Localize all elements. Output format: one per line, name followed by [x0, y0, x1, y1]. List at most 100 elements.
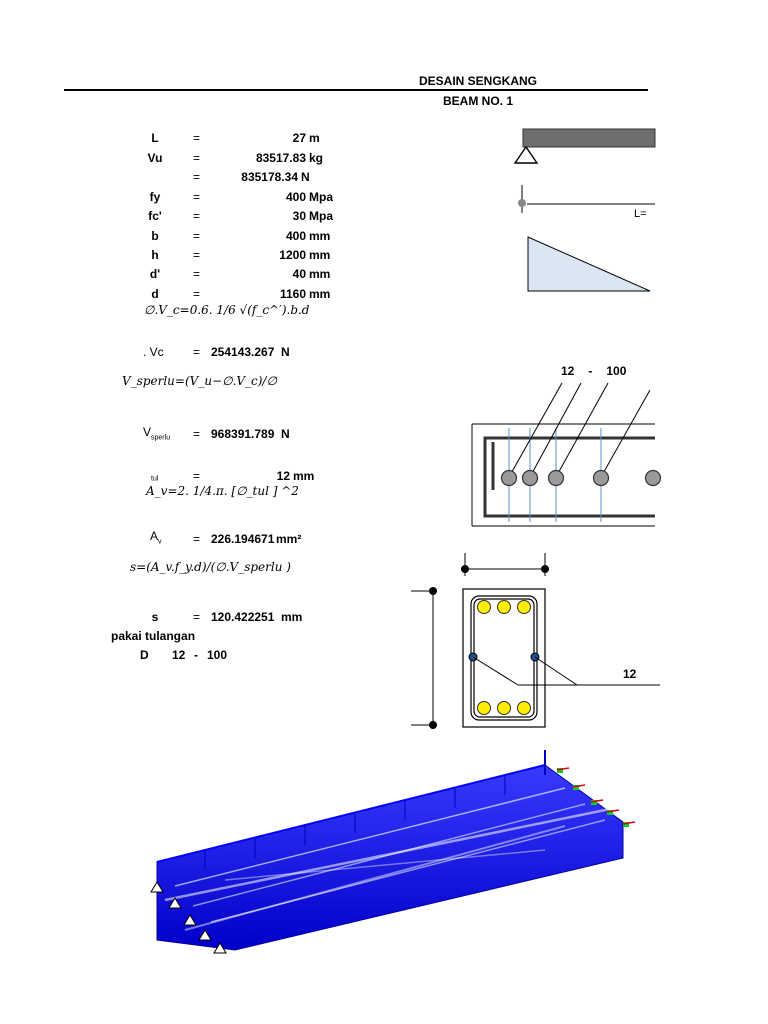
- param-eq: =: [193, 209, 201, 223]
- result-vsperlu-value: 968391.789: [211, 427, 275, 441]
- formula-s: s=(A_v.f_y.d)/(∅.V_sperlu ): [130, 560, 291, 574]
- param-label: d': [149, 267, 161, 281]
- rebar-top: [477, 600, 491, 614]
- param-value: 400: [285, 229, 306, 243]
- rebar-bar: [592, 469, 610, 487]
- param-eq: =: [193, 248, 201, 262]
- param-unit: Mpa: [309, 209, 333, 223]
- beam-cross-section: [411, 553, 660, 729]
- result-vsperlu-unit: N: [281, 427, 290, 441]
- beam-bar: [522, 128, 656, 148]
- formula-vsperlu: V_sperlu=(V_u−∅.V_c)/∅: [122, 374, 277, 388]
- param-eq: =: [193, 267, 201, 281]
- result-s-unit: mm: [281, 610, 303, 624]
- param-label: Vu: [147, 151, 163, 165]
- param-unit: mm: [309, 248, 331, 262]
- param-label: b: [151, 229, 159, 243]
- result-av-eq: =: [193, 532, 201, 546]
- axis-marker-icon: [623, 822, 629, 827]
- structural-model-render: [150, 750, 636, 954]
- rebar-top: [497, 600, 511, 614]
- param-value: 400: [285, 190, 306, 204]
- page-subtitle: BEAM NO. 1: [442, 94, 513, 108]
- rebar-bar: [547, 469, 565, 487]
- param-unit: kg: [309, 151, 324, 165]
- conclusion-bar: D: [140, 648, 149, 662]
- support-icon: [150, 881, 164, 893]
- param-unit: Mpa: [309, 190, 333, 204]
- formula-vc: ∅.V_c=0.6. 1/6 √(f_c^′).b.d: [144, 303, 310, 317]
- support-icon: [183, 914, 197, 926]
- rebar-bar: [500, 469, 518, 487]
- result-av-unit: mm²: [276, 532, 302, 546]
- param-label: d: [151, 287, 159, 301]
- param-label: fy: [149, 190, 161, 204]
- rebar-bottom: [517, 701, 531, 715]
- support-icon: [198, 929, 212, 941]
- shear-diagram: [527, 236, 651, 292]
- result-av-value: 226.194671: [211, 532, 275, 546]
- result-phivc-eq: =: [193, 345, 201, 359]
- result-s-label: s: [151, 610, 159, 624]
- param-value: 40: [292, 267, 306, 281]
- param-value: 1200: [279, 248, 306, 262]
- support-icon: [213, 942, 227, 954]
- param-unit: m: [309, 131, 320, 145]
- rebar-bottom: [497, 701, 511, 715]
- param-unit: mm: [309, 287, 331, 301]
- result-phitul-label: tul: [151, 475, 159, 483]
- conclusion-text: pakai tulangan: [111, 629, 196, 643]
- result-phitul-eq: =: [193, 469, 201, 483]
- param-eq: =: [193, 151, 201, 165]
- length-dimension: [518, 185, 655, 213]
- param-value: 30: [292, 209, 306, 223]
- section-tie-callout: 12: [623, 667, 637, 681]
- conclusion-dash: -: [194, 648, 198, 662]
- rebar-top: [517, 600, 531, 614]
- param-unit: mm: [309, 267, 331, 281]
- rebar-bar: [644, 469, 662, 487]
- beam-elevation: [513, 128, 656, 164]
- formula-av: A_v=2. 1/4.π. [∅_tul ] ^2: [146, 484, 299, 498]
- param-eq: =: [193, 229, 201, 243]
- stirrup-callout: 12-100: [561, 364, 627, 378]
- param-label: L: [151, 131, 159, 145]
- axis-marker-icon: [573, 785, 579, 790]
- result-vsperlu-eq: =: [193, 427, 201, 441]
- param-value: 27: [292, 131, 306, 145]
- param-value: 83517.83: [255, 151, 306, 165]
- param-label: h: [151, 248, 159, 262]
- axis-marker-icon: [591, 800, 597, 805]
- param-eq: =: [193, 190, 201, 204]
- axis-marker-icon: [607, 810, 613, 815]
- header-rule: [64, 89, 648, 91]
- param-unit: N: [301, 170, 310, 184]
- rebar-bottom: [477, 701, 491, 715]
- pin-support-icon: [513, 145, 539, 164]
- conclusion-dia: 12: [172, 648, 186, 662]
- result-phivc-label: . Vc: [143, 345, 164, 359]
- result-av-label: Av: [150, 529, 162, 546]
- param-label: fc': [148, 209, 162, 223]
- result-phivc-value: 254143.267: [211, 345, 275, 359]
- result-phivc-unit: N: [281, 345, 290, 359]
- result-s-eq: =: [193, 610, 201, 624]
- param-unit: mm: [309, 229, 331, 243]
- result-phitul-unit: mm: [293, 469, 315, 483]
- result-s-value: 120.422251: [211, 610, 275, 624]
- param-value: 835178.34: [241, 170, 298, 184]
- result-vsperlu-label: Vsperlu: [143, 425, 171, 442]
- support-icon: [168, 897, 182, 909]
- param-value: 1160: [279, 287, 306, 301]
- dimension-node: [518, 199, 526, 207]
- result-phitul-value: 12: [276, 469, 290, 483]
- beam-longitudinal-section: [471, 382, 662, 527]
- axis-marker-icon: [557, 768, 563, 773]
- param-eq: =: [193, 131, 201, 145]
- param-eq: =: [193, 170, 201, 184]
- page-title: DESAIN SENGKANG: [418, 74, 537, 88]
- length-label: L=: [634, 208, 647, 220]
- conclusion-spacing: 100: [207, 648, 228, 662]
- rebar-bar: [521, 469, 539, 487]
- param-eq: =: [193, 287, 201, 301]
